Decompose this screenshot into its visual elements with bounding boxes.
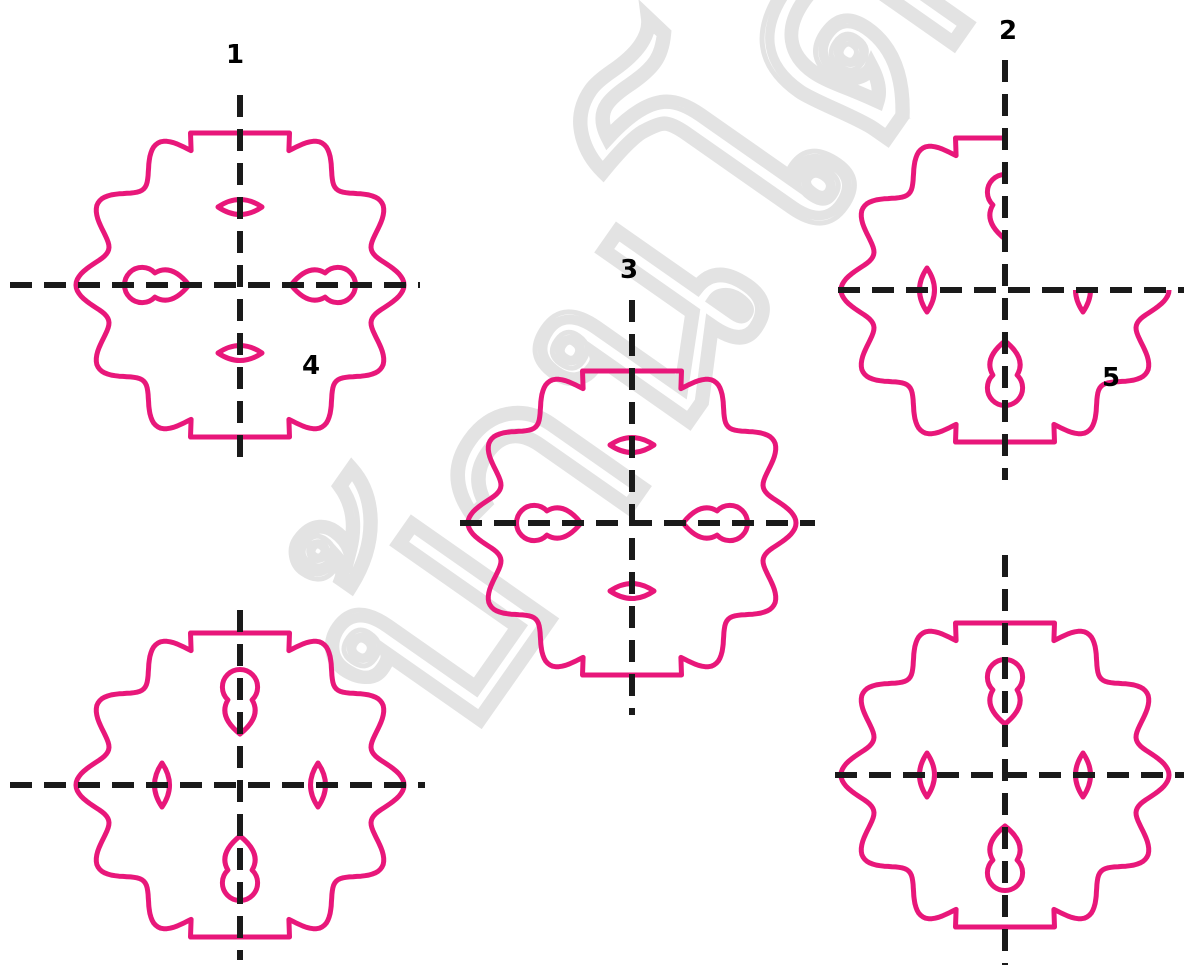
label-1: 1 — [226, 40, 244, 70]
label-4: 4 — [302, 351, 320, 381]
watermark: บ้านโดกล — [222, 0, 1184, 799]
label-2: 2 — [999, 16, 1017, 46]
label-5: 5 — [1102, 363, 1120, 393]
label-3: 3 — [620, 255, 638, 285]
